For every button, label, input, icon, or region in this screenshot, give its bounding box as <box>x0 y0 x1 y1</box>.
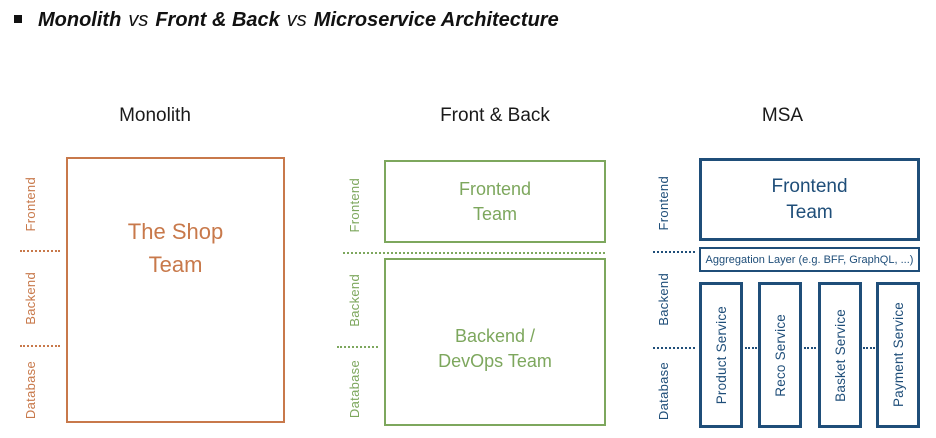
service-box-basket: Basket Service <box>818 282 862 428</box>
payment-service-label: Payment Service <box>890 302 906 408</box>
backend-layer-label: Backend <box>655 272 671 326</box>
layer-separator <box>20 250 60 252</box>
square-bullet-icon <box>14 15 22 23</box>
backend-devops-team-box: Backend / DevOps Team <box>384 258 606 426</box>
layer-separator-full-width <box>343 252 605 254</box>
layer-separator-gap <box>863 347 875 349</box>
layer-separator <box>337 346 378 348</box>
msa-heading: MSA <box>761 105 804 126</box>
layer-separator-gap <box>745 347 757 349</box>
msa-layer-database: Database <box>654 349 672 433</box>
database-layer-label: Database <box>346 359 362 419</box>
basket-service-label: Basket Service <box>832 308 848 402</box>
title-vs-1: vs <box>128 9 149 31</box>
layer-separator <box>20 345 60 347</box>
monolith-layer-database: Database <box>20 347 40 433</box>
frontend-team-label: Frontend Team <box>458 178 532 224</box>
database-layer-label: Database <box>655 361 671 421</box>
database-layer-label: Database <box>22 360 38 420</box>
slide-title-text: Monolith vs Front & Back vs Microservice Arc… <box>38 6 559 34</box>
reco-service-label: Reco Service <box>772 313 788 397</box>
aggregation-layer-box: Aggregation Layer (e.g. BFF, GraphQL, ..… <box>699 247 920 272</box>
msa-frontend-team-box: Frontend Team <box>699 158 920 241</box>
title-vs-2: vs <box>286 9 307 31</box>
service-box-payment: Payment Service <box>876 282 920 428</box>
aggregation-layer-label: Aggregation Layer (e.g. BFF, GraphQL, ..… <box>705 253 914 266</box>
layer-separator-gap <box>804 347 816 349</box>
service-box-reco: Reco Service <box>758 282 802 428</box>
frontend-layer-label: Frontend <box>22 176 38 232</box>
monolith-column: Monolith Frontend Backend Database The S… <box>0 100 300 438</box>
title-part-monolith: Monolith <box>38 9 122 31</box>
backend-layer-label: Backend <box>22 272 38 325</box>
title-part-microservice: Microservice Architecture <box>313 9 559 31</box>
monolith-layer-frontend: Frontend <box>20 158 40 250</box>
frontend-team-box: Frontend Team <box>384 160 606 243</box>
backend-layer-label: Backend <box>346 273 362 327</box>
front-back-layer-database: Database <box>345 348 363 430</box>
front-back-layer-backend: Backend <box>345 254 363 346</box>
slide-title: Monolith vs Front & Back vs Microservice Arc… <box>14 6 559 34</box>
front-back-layer-frontend: Frontend <box>345 160 363 250</box>
msa-layer-frontend: Frontend <box>654 158 672 249</box>
msa-column: MSA Frontend Backend Database Frontend T… <box>640 100 936 438</box>
front-back-heading: Front & Back <box>440 105 550 126</box>
frontend-layer-label: Frontend <box>346 177 362 233</box>
title-part-front-back: Front & Back <box>155 9 280 31</box>
msa-layer-backend: Backend <box>654 253 672 345</box>
backend-devops-team-label: Backend / DevOps Team <box>438 326 552 371</box>
shop-team-label: The Shop Team <box>127 219 224 277</box>
monolith-layer-backend: Backend <box>20 252 40 345</box>
layer-separator <box>653 251 695 253</box>
shop-team-box: The Shop Team <box>66 157 285 423</box>
product-service-label: Product Service <box>713 305 729 405</box>
frontend-layer-label: Frontend <box>655 176 671 231</box>
monolith-heading: Monolith <box>119 105 191 126</box>
layer-separator <box>653 347 695 349</box>
front-back-column: Front & Back Frontend Backend Database F… <box>320 100 620 438</box>
service-box-product: Product Service <box>699 282 743 428</box>
msa-frontend-team-label: Frontend Team <box>771 175 848 223</box>
